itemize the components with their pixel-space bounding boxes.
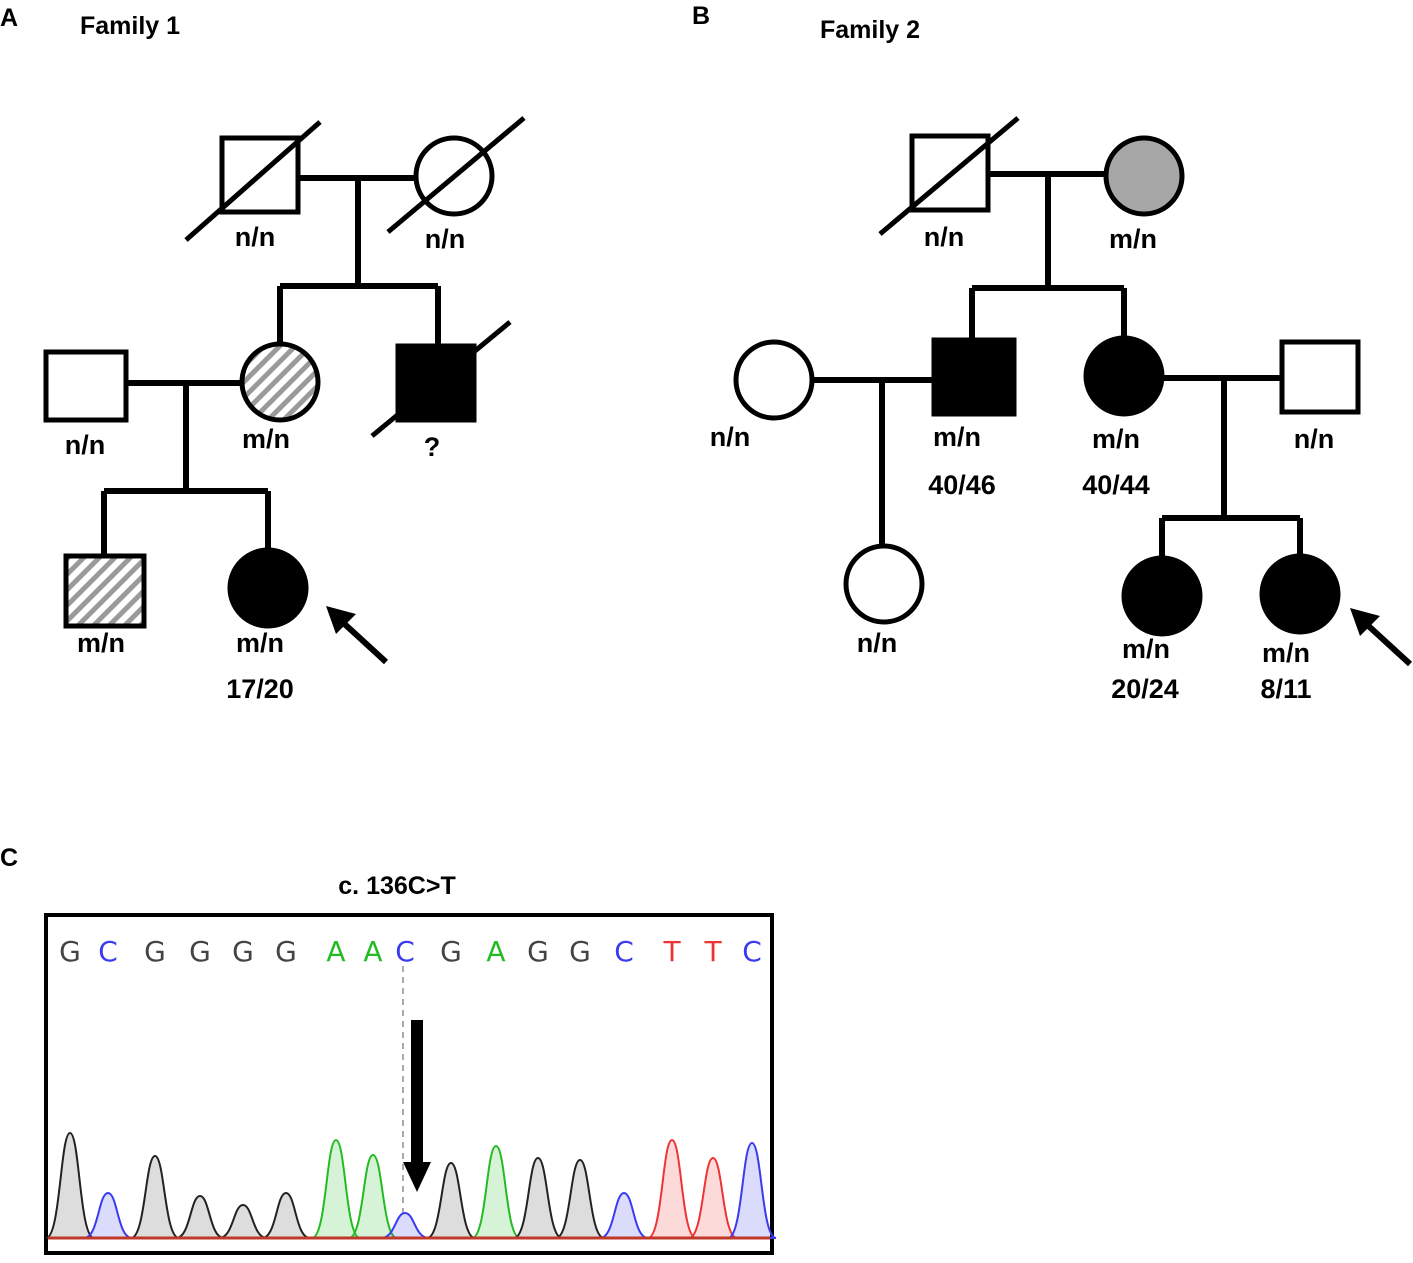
family1-grandmother-deceased-line xyxy=(386,116,526,234)
family2-proband-symbol xyxy=(1259,553,1341,635)
family2-sister-symbol xyxy=(1121,555,1203,637)
family1-proband-genotype: m/n xyxy=(236,628,284,658)
base-c: C xyxy=(395,935,415,968)
base-c: C xyxy=(742,935,762,968)
base-g: G xyxy=(232,935,254,968)
base-c: C xyxy=(614,935,634,968)
peak-t xyxy=(647,1138,697,1239)
peak-a xyxy=(348,1153,398,1239)
family1-grandfather-genotype: n/n xyxy=(235,222,276,252)
base-t: T xyxy=(662,935,681,968)
peak-a xyxy=(471,1144,521,1239)
peak-g xyxy=(261,1191,311,1239)
base-a: A xyxy=(486,935,505,968)
family2-cousin-genotype: n/n xyxy=(857,628,898,658)
base-t: T xyxy=(703,935,722,968)
family1-lines xyxy=(101,175,441,556)
peak-g xyxy=(426,1161,476,1239)
family2-grandmother-genotype: m/n xyxy=(1109,224,1157,254)
family2-grandmother-symbol xyxy=(1103,135,1185,217)
base-a: A xyxy=(363,935,382,968)
family1-mother-symbol xyxy=(239,341,321,423)
peak-g xyxy=(218,1203,268,1239)
peak-c xyxy=(599,1191,649,1239)
family2-mother-symbol xyxy=(1083,335,1165,417)
family1-uncle-genotype: ? xyxy=(424,432,441,462)
family2-father-genotype: n/n xyxy=(1294,424,1335,454)
panel-c-letter: C xyxy=(0,844,18,872)
base-g: G xyxy=(527,935,549,968)
peak-a xyxy=(311,1138,361,1239)
panel-b-letter: B xyxy=(692,2,710,30)
family2-mother-age: 40/44 xyxy=(1082,470,1150,500)
family2-grandfather-deceased-line xyxy=(878,116,1020,236)
peak-c xyxy=(727,1141,777,1239)
family2-uncle-age: 40/46 xyxy=(928,470,996,500)
family2-uncle-symbol xyxy=(931,337,1017,417)
peak-g xyxy=(130,1154,180,1239)
family1-proband-arrow xyxy=(326,606,389,665)
family2-aunt-spouse-symbol xyxy=(733,339,815,421)
peak-c xyxy=(83,1191,133,1239)
family2-uncle-genotype: m/n xyxy=(933,422,981,452)
family2-cousin-symbol xyxy=(843,543,925,625)
base-g: G xyxy=(275,935,297,968)
family1-mother-genotype: m/n xyxy=(242,424,290,454)
peak-g xyxy=(175,1194,225,1239)
base-g: G xyxy=(59,935,81,968)
base-g: G xyxy=(189,935,211,968)
family2-sister-age: 20/24 xyxy=(1111,674,1179,704)
panel-a: A Family 1 n/n n/n n/n xyxy=(0,4,526,704)
family1-uncle-deceased-line xyxy=(370,320,512,438)
peak-t xyxy=(688,1156,738,1239)
family1-father-genotype: n/n xyxy=(65,430,106,460)
panel-c-title: c. 136C>T xyxy=(338,872,455,900)
family2-aunt-spouse-genotype: n/n xyxy=(710,422,751,452)
family1-grandfather-deceased-line xyxy=(184,120,322,242)
family1-father-symbol xyxy=(43,349,129,423)
family1-brother-symbol xyxy=(63,553,147,629)
family2-grandfather-genotype: n/n xyxy=(924,222,965,252)
panel-b-title: Family 2 xyxy=(820,16,920,44)
panel-a-letter: A xyxy=(0,4,18,32)
trace-peaks xyxy=(45,1131,777,1239)
family1-proband-age: 17/20 xyxy=(226,674,294,704)
family1-proband-symbol xyxy=(227,547,309,629)
base-a: A xyxy=(326,935,345,968)
family2-proband-age: 8/11 xyxy=(1260,674,1311,704)
peak-g xyxy=(45,1131,95,1239)
peak-c xyxy=(380,1211,430,1239)
family1-brother-genotype: m/n xyxy=(77,628,125,658)
panel-b: B Family 2 n/n xyxy=(692,2,1413,704)
family1-grandmother-genotype: n/n xyxy=(425,224,466,254)
peak-g xyxy=(513,1156,563,1239)
peak-g xyxy=(555,1158,605,1239)
base-g: G xyxy=(144,935,166,968)
family2-sister-genotype: m/n xyxy=(1122,634,1170,664)
base-c: C xyxy=(98,935,118,968)
base-g: G xyxy=(440,935,462,968)
family2-father-symbol xyxy=(1279,339,1361,415)
family2-mother-genotype: m/n xyxy=(1092,424,1140,454)
family2-proband-genotype: m/n xyxy=(1262,638,1310,668)
variant-arrow xyxy=(403,1020,431,1192)
chromatogram-frame xyxy=(44,913,774,1255)
base-g: G xyxy=(569,935,591,968)
family2-lines xyxy=(814,171,1303,560)
family2-proband-arrow xyxy=(1350,608,1413,667)
panel-a-title: Family 1 xyxy=(80,12,180,40)
